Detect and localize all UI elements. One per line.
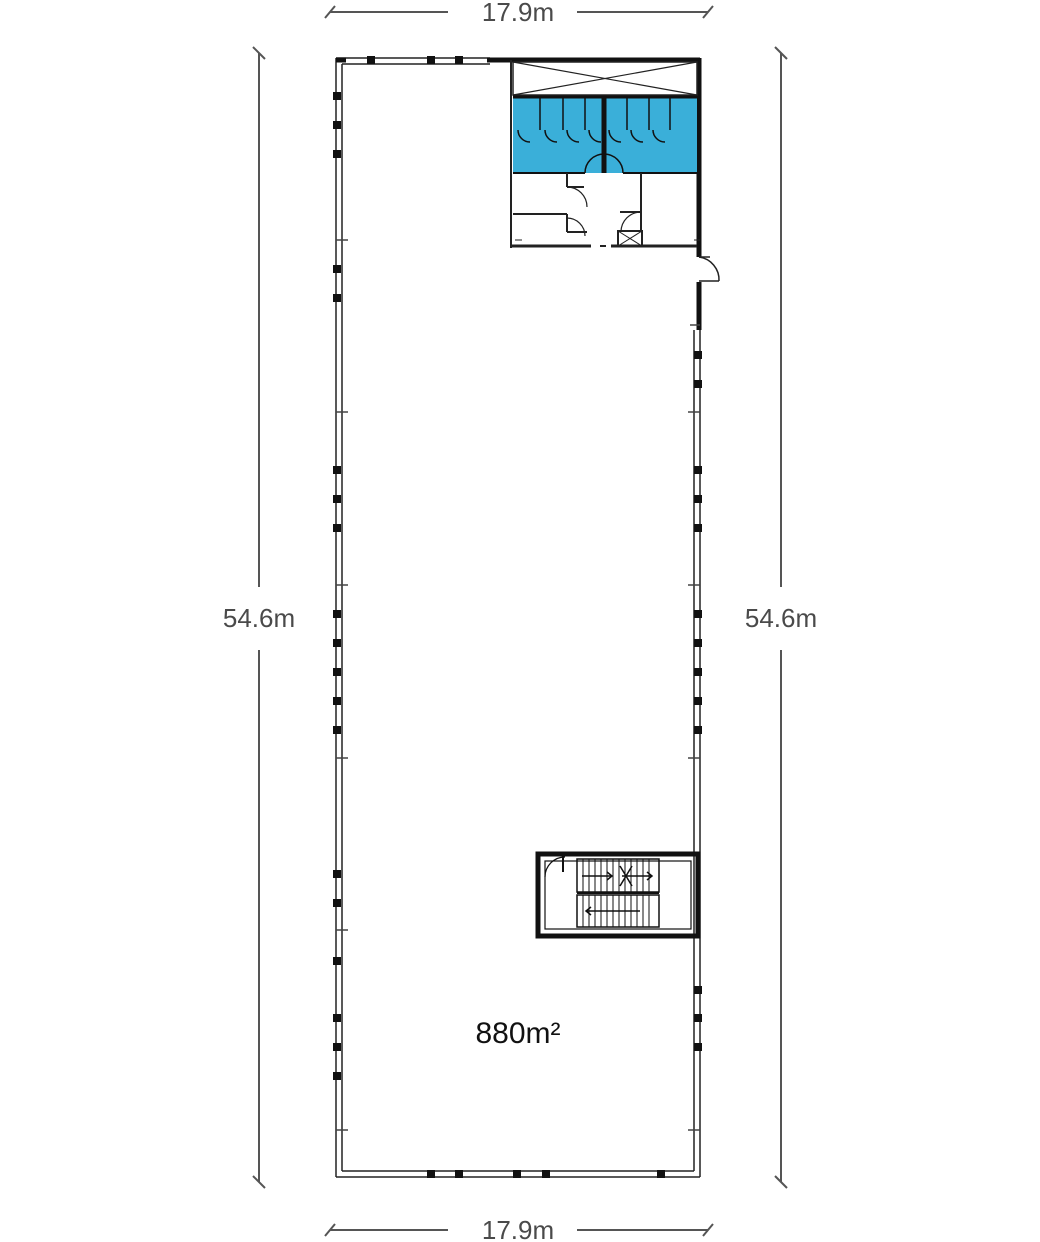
dimension-top-label: 17.9m: [482, 0, 554, 27]
toilet-block: [513, 95, 697, 174]
stair-core: [535, 851, 701, 939]
dimension-left: [252, 46, 266, 1189]
dimension-bottom: [324, 1223, 714, 1237]
dimension-top: [324, 5, 714, 19]
outer-walls: [335, 57, 701, 1178]
exterior-door: [698, 256, 720, 282]
core-walls: [336, 57, 702, 330]
dimension-right-label: 54.6m: [745, 603, 817, 633]
service-shaft: [510, 60, 698, 248]
dimension-left-label: 54.6m: [223, 603, 295, 633]
dimension-right: [774, 46, 788, 1189]
floor-area-label: 880m²: [475, 1017, 560, 1050]
wall-ticks: [336, 239, 700, 1131]
core-rooms: [511, 173, 700, 248]
columns: [333, 56, 702, 1178]
dimension-bottom-label: 17.9m: [482, 1215, 554, 1242]
